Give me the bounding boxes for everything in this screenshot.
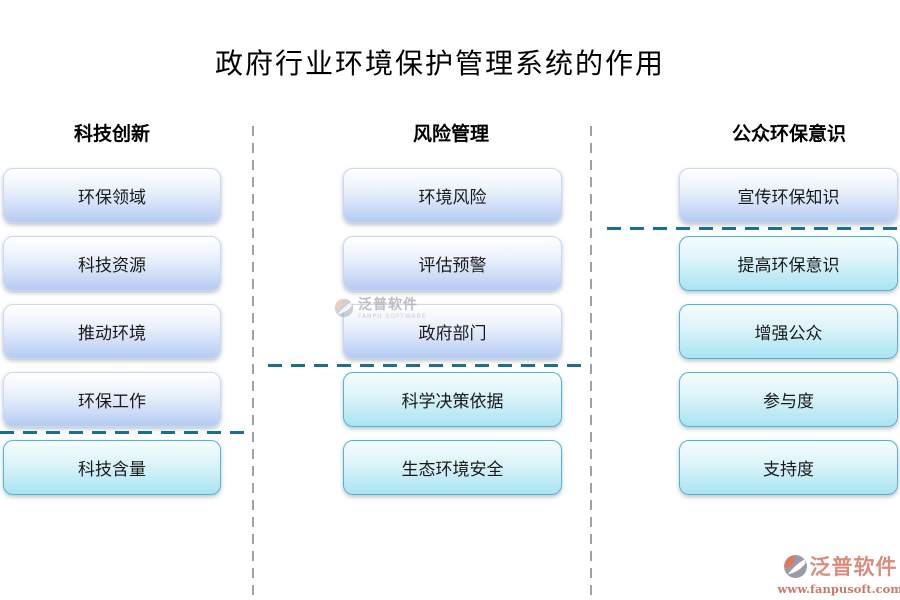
diagram-box: 宣传环保知识 bbox=[679, 168, 898, 223]
diagram-box: 增强公众 bbox=[679, 304, 898, 359]
column-header-risk-management: 风险管理 bbox=[412, 123, 489, 145]
box-label: 科技含量 bbox=[78, 460, 146, 480]
watermark-subtitle: FANPU SOFTWARE bbox=[358, 313, 427, 320]
box-label: 宣传环保知识 bbox=[737, 188, 840, 208]
fanpu-logo-icon bbox=[334, 298, 354, 318]
diagram-box: 环保工作 bbox=[3, 372, 221, 427]
diagram-box: 推动环境 bbox=[3, 304, 221, 359]
group-divider bbox=[268, 364, 585, 367]
box-label: 增强公众 bbox=[754, 324, 823, 344]
column-divider bbox=[252, 126, 254, 600]
box-label: 环保领域 bbox=[78, 188, 146, 208]
watermark-brand: 泛普软件 bbox=[358, 297, 418, 313]
diagram-box: 环保领域 bbox=[3, 168, 221, 223]
watermark: 泛普软件 FANPU SOFTWARE bbox=[334, 298, 427, 320]
group-divider bbox=[607, 227, 900, 230]
page-title: 政府行业环境保护管理系统的作用 bbox=[214, 47, 665, 80]
box-label: 生态环境安全 bbox=[401, 460, 504, 480]
diagram-box: 参与度 bbox=[679, 372, 898, 427]
column-divider bbox=[590, 126, 592, 600]
box-label: 科技资源 bbox=[78, 256, 146, 276]
box-label: 参与度 bbox=[763, 392, 814, 412]
footer-brand-url: www.fanpusoft.com bbox=[777, 582, 900, 596]
diagram-box: 评估预警 bbox=[343, 236, 562, 291]
box-label: 推动环境 bbox=[78, 324, 146, 344]
box-label: 评估预警 bbox=[418, 256, 487, 276]
box-label: 科学决策依据 bbox=[401, 392, 504, 412]
footer-brand: 泛普软件 www.fanpusoft.com bbox=[777, 551, 900, 596]
box-label: 政府部门 bbox=[418, 324, 487, 344]
footer-brand-name: 泛普软件 bbox=[809, 554, 898, 579]
box-label: 提高环保意识 bbox=[737, 256, 840, 276]
box-label: 环保工作 bbox=[78, 392, 146, 412]
diagram-box: 科学决策依据 bbox=[343, 372, 562, 427]
diagram-box: 科技含量 bbox=[3, 440, 221, 495]
diagram-box: 政府部门 bbox=[343, 304, 562, 359]
column-header-tech-innovation: 科技创新 bbox=[73, 123, 150, 145]
group-divider bbox=[0, 431, 251, 434]
diagram-box: 提高环保意识 bbox=[679, 236, 898, 291]
fanpu-logo-icon bbox=[783, 554, 807, 578]
column-header-public-awareness: 公众环保意识 bbox=[731, 123, 846, 145]
diagram-box: 环境风险 bbox=[343, 168, 562, 223]
diagram-box: 科技资源 bbox=[3, 236, 221, 291]
box-label: 环境风险 bbox=[418, 188, 487, 208]
diagram-box: 支持度 bbox=[679, 440, 898, 495]
box-label: 支持度 bbox=[763, 460, 814, 480]
diagram-box: 生态环境安全 bbox=[343, 440, 562, 495]
